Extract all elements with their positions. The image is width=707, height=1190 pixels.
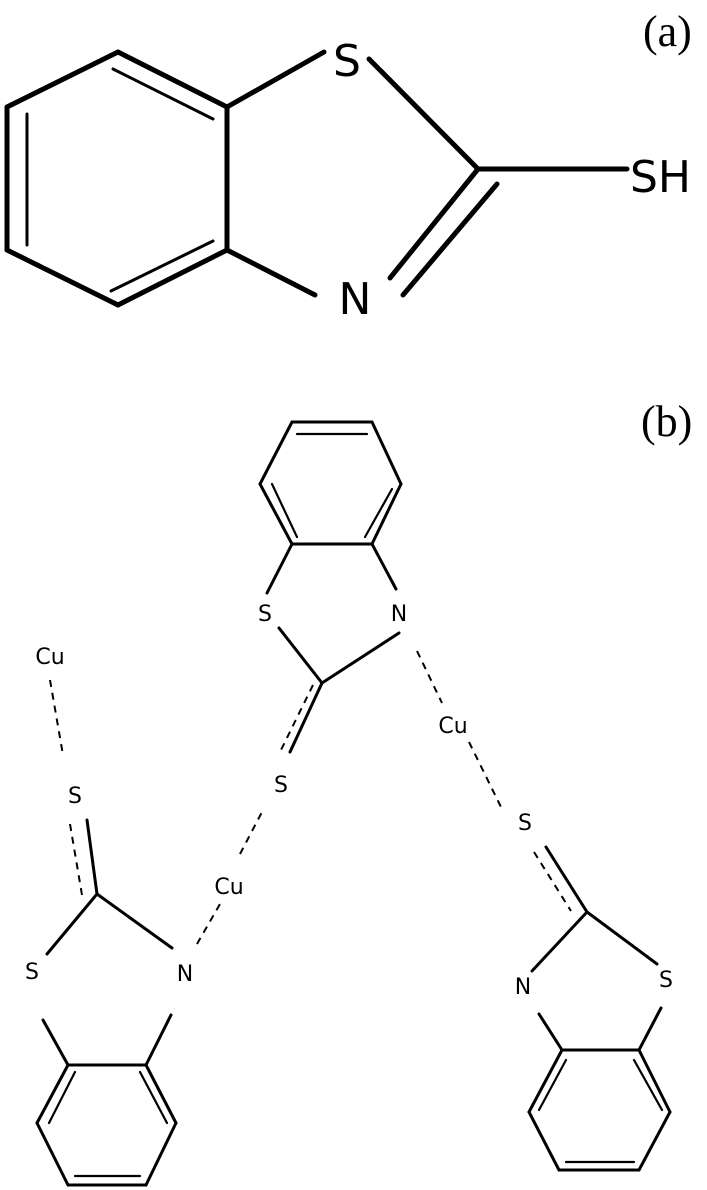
atom-copper: Cu — [35, 645, 64, 670]
atom-sulfur: S — [68, 784, 82, 809]
panel-a: (a) S N SH — [4, 7, 692, 325]
atom-nitrogen: N — [391, 602, 407, 627]
atom-copper: Cu — [438, 714, 467, 739]
atom-sulfur: S — [659, 968, 673, 993]
thiazole-bonds — [224, 49, 630, 298]
right-ligand — [527, 845, 672, 1172]
atom-nitrogen: N — [515, 975, 531, 1000]
atom-sulfur: S — [518, 811, 532, 836]
coordination-bonds — [49, 650, 502, 945]
atom-sulfur: S — [274, 773, 288, 798]
atom-sulfur: S — [258, 602, 272, 627]
benzothiazole-molecule: S N SH — [4, 36, 691, 325]
atom-sulfur: S — [333, 36, 361, 87]
panel-b: (b) S N S Cu — [25, 397, 692, 1187]
atom-sulfur: S — [25, 960, 39, 985]
left-ligand — [35, 818, 178, 1187]
panel-b-label: (b) — [641, 397, 692, 446]
panel-a-label: (a) — [643, 7, 692, 56]
atom-nitrogen: N — [177, 962, 193, 987]
benzene-ring — [4, 49, 230, 308]
atom-copper: Cu — [214, 875, 243, 900]
atom-thiol: SH — [630, 152, 691, 203]
atom-nitrogen: N — [339, 274, 372, 325]
top-ligand — [258, 420, 403, 754]
